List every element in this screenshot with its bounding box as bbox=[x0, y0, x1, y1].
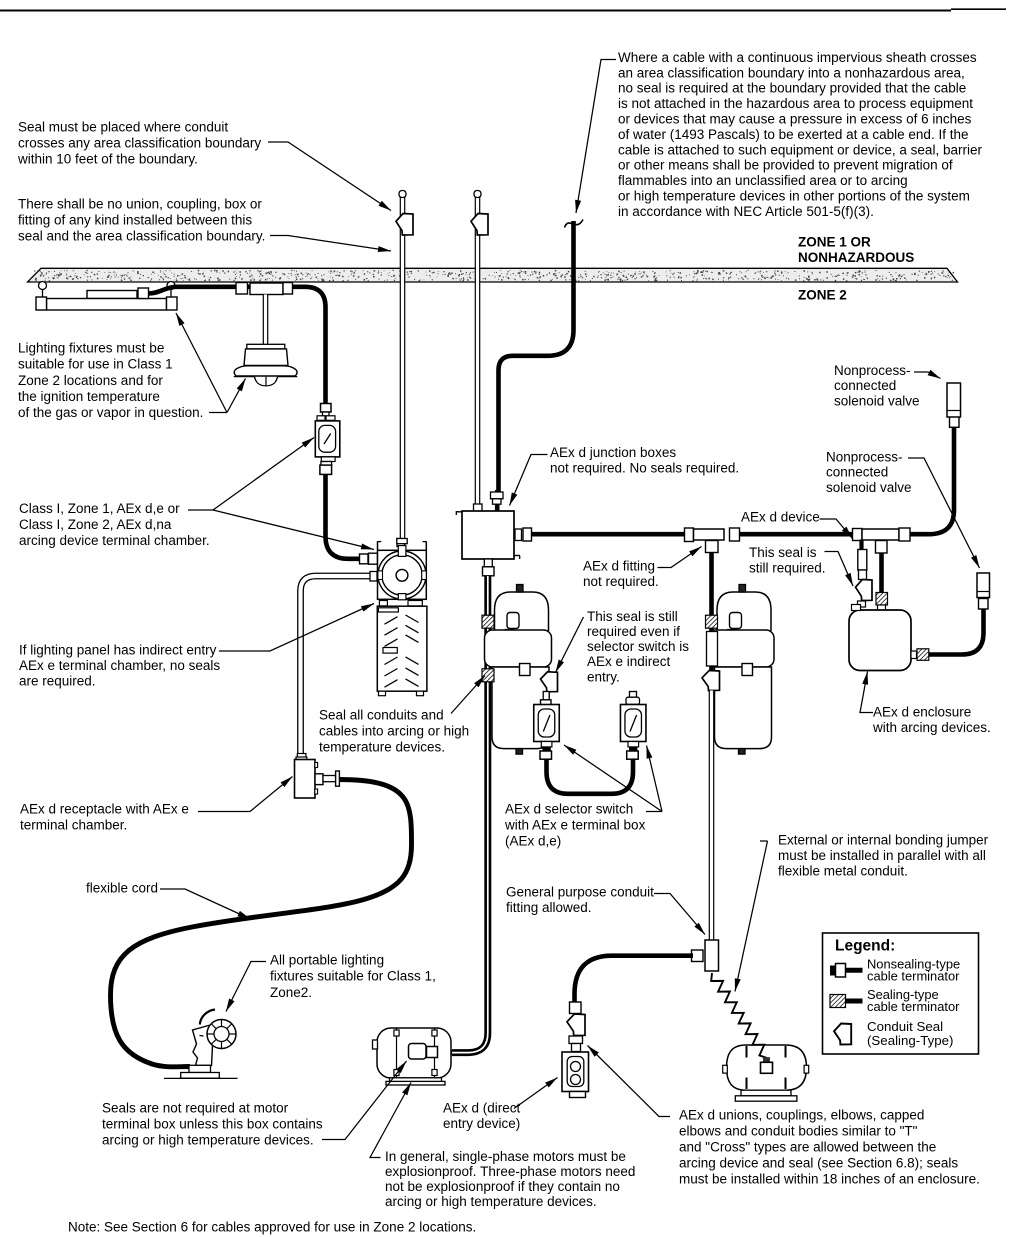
svg-text:Nonprocess-: Nonprocess- bbox=[834, 363, 911, 378]
svg-text:not required. No seals require: not required. No seals required. bbox=[550, 460, 739, 475]
svg-text:(AEx d,e): (AEx d,e) bbox=[505, 833, 561, 848]
svg-text:AEx e terminal chamber, no sea: AEx e terminal chamber, no seals bbox=[19, 658, 220, 673]
svg-text:in accordance with NEC Article: in accordance with NEC Article 501-5(f)(… bbox=[618, 204, 874, 219]
svg-text:within 10 feet of the boundary: within 10 feet of the boundary. bbox=[17, 151, 198, 166]
svg-text:not be explosionproof if they: not be explosionproof if they contain no bbox=[385, 1179, 620, 1194]
svg-text:Where a cable with a continuou: Where a cable with a continuous impervio… bbox=[618, 50, 977, 65]
svg-text:solenoid valve: solenoid valve bbox=[834, 394, 920, 409]
svg-text:not required.: not required. bbox=[583, 574, 659, 589]
svg-text:entry device): entry device) bbox=[443, 1116, 520, 1131]
svg-text:or devices that may cause a pr: or devices that may cause a pressure in … bbox=[618, 112, 972, 127]
svg-text:arcing device terminal chamber: arcing device terminal chamber. bbox=[19, 533, 210, 548]
svg-text:AEx d (direct: AEx d (direct bbox=[443, 1100, 521, 1115]
svg-text:Class I, Zone 2, AEx d,na: Class I, Zone 2, AEx d,na bbox=[19, 517, 172, 532]
svg-text:flexible cord: flexible cord bbox=[86, 880, 158, 895]
svg-text:still required.: still required. bbox=[749, 560, 826, 575]
svg-text:External or internal bonding j: External or internal bonding jumper bbox=[778, 832, 989, 847]
svg-text:of the gas or vapor in questio: of the gas or vapor in question. bbox=[18, 405, 203, 420]
svg-text:Lighting fixtures must be: Lighting fixtures must be bbox=[18, 340, 164, 355]
svg-text:Conduit Seal: Conduit Seal bbox=[867, 1019, 943, 1034]
svg-text:or high temperature devices in: or high temperature devices in other por… bbox=[618, 189, 970, 204]
svg-text:elbows and conduit bodies simi: elbows and conduit bodies similar to "T" bbox=[679, 1123, 918, 1138]
svg-text:must be installed within 18 in: must be installed within 18 inches of an… bbox=[679, 1171, 980, 1186]
svg-text:terminal chamber.: terminal chamber. bbox=[20, 817, 127, 832]
svg-text:and "Cross" types are allowed: and "Cross" types are allowed between th… bbox=[679, 1139, 936, 1154]
svg-text:Zone2.: Zone2. bbox=[270, 985, 312, 1000]
svg-text:This seal is still: This seal is still bbox=[587, 609, 678, 624]
svg-text:ZONE 2: ZONE 2 bbox=[798, 287, 847, 302]
svg-text:AEx d fitting: AEx d fitting bbox=[583, 558, 655, 573]
svg-text:with AEx e terminal box: with AEx e terminal box bbox=[504, 817, 646, 832]
svg-text:terminal box unless this box c: terminal box unless this box contains bbox=[102, 1116, 323, 1131]
svg-text:temperature devices.: temperature devices. bbox=[319, 739, 445, 754]
svg-text:cable terminator: cable terminator bbox=[867, 969, 960, 984]
svg-text:Seal must be placed where cond: Seal must be placed where conduit bbox=[18, 119, 228, 134]
svg-text:flammables into an unclassifie: flammables into an unclassified area or … bbox=[618, 173, 908, 188]
svg-text:Sealing-type: Sealing-type bbox=[867, 987, 939, 1002]
svg-text:required even if: required even if bbox=[587, 624, 680, 639]
svg-text:Class I, Zone 1, AEx d,e or: Class I, Zone 1, AEx d,e or bbox=[19, 501, 180, 516]
svg-text:selector switch is: selector switch is bbox=[587, 639, 689, 654]
svg-text:suitable for use in Class 1: suitable for use in Class 1 bbox=[18, 357, 173, 372]
svg-text:connected: connected bbox=[826, 465, 888, 480]
svg-text:no seal is required at the bou: no seal is required at the boundary prov… bbox=[618, 81, 966, 96]
svg-text:Legend:: Legend: bbox=[835, 937, 895, 954]
svg-text:are required.: are required. bbox=[19, 674, 96, 689]
svg-text:AEx d receptacle with AEx e: AEx d receptacle with AEx e bbox=[20, 801, 189, 816]
svg-text:AEx e indirect: AEx e indirect bbox=[587, 654, 671, 669]
svg-text:connected: connected bbox=[834, 378, 896, 393]
svg-text:(Sealing-Type): (Sealing-Type) bbox=[867, 1033, 953, 1048]
svg-text:AEx d selector switch: AEx d selector switch bbox=[505, 801, 633, 816]
svg-text:flexible metal conduit.: flexible metal conduit. bbox=[778, 863, 908, 878]
svg-text:of water (1493 Pascals) to be: of water (1493 Pascals) to be exerted at… bbox=[618, 127, 968, 142]
svg-text:fitting allowed.: fitting allowed. bbox=[506, 900, 592, 915]
svg-text:ZONE 1 OR: ZONE 1 OR bbox=[798, 234, 871, 249]
svg-text:with arcing devices.: with arcing devices. bbox=[872, 720, 991, 735]
svg-text:or other means shall be provid: or other means shall be provided to prev… bbox=[618, 158, 953, 173]
svg-text:Zone 2 locations and for: Zone 2 locations and for bbox=[18, 373, 163, 388]
svg-text:solenoid valve: solenoid valve bbox=[826, 480, 912, 495]
svg-text:the ignition temperature: the ignition temperature bbox=[18, 389, 160, 404]
svg-text:Note: See Section 6 for cables: Note: See Section 6 for cables approved … bbox=[68, 1219, 476, 1234]
svg-text:crosses any area classificatio: crosses any area classification boundary bbox=[18, 135, 261, 150]
svg-text:arcing or high temperature dev: arcing or high temperature devices. bbox=[102, 1132, 314, 1147]
svg-text:is not attached in the hazardo: is not attached in the hazardous area to… bbox=[618, 96, 973, 111]
svg-text:Seals are not required at moto: Seals are not required at motor bbox=[102, 1100, 289, 1115]
svg-text:Seal all conduits and: Seal all conduits and bbox=[319, 707, 444, 722]
svg-text:General purpose conduit: General purpose conduit bbox=[506, 884, 654, 899]
svg-text:cable is attached to such equ: cable is attached to such equipment or d… bbox=[618, 142, 982, 157]
svg-text:seal and the area classificati: seal and the area classification boundar… bbox=[18, 228, 265, 243]
svg-text:NONHAZARDOUS: NONHAZARDOUS bbox=[798, 250, 914, 265]
svg-text:Nonprocess-: Nonprocess- bbox=[826, 449, 903, 464]
svg-text:This seal is: This seal is bbox=[749, 545, 817, 560]
svg-text:arcing device and seal (see Se: arcing device and seal (see Section 6.8)… bbox=[679, 1155, 958, 1170]
svg-text:cable terminator: cable terminator bbox=[867, 999, 960, 1014]
svg-text:AEx d unions, couplings, elbow: AEx d unions, couplings, elbows, capped bbox=[679, 1107, 924, 1122]
svg-text:AEx d junction boxes: AEx d junction boxes bbox=[550, 445, 676, 460]
svg-text:must be installed in parallel: must be installed in parallel with all bbox=[778, 848, 986, 863]
svg-text:If lighting panel has indirect: If lighting panel has indirect entry bbox=[19, 642, 217, 657]
svg-text:All portable lighting: All portable lighting bbox=[270, 952, 384, 967]
svg-text:AEx d enclosure: AEx d enclosure bbox=[873, 704, 971, 719]
svg-text:entry.: entry. bbox=[587, 669, 620, 684]
svg-text:There shall be no union, coupl: There shall be no union, coupling, box o… bbox=[18, 196, 262, 211]
svg-text:In general, single-phase motor: In general, single-phase motors must be bbox=[385, 1149, 626, 1164]
svg-text:AEx d device: AEx d device bbox=[741, 509, 820, 524]
svg-text:cables into arcing or high: cables into arcing or high bbox=[319, 723, 469, 738]
svg-text:fitting of any kind installed: fitting of any kind installed between th… bbox=[18, 212, 252, 227]
svg-text:fixtures suitable for Class 1,: fixtures suitable for Class 1, bbox=[270, 969, 436, 984]
svg-text:Nonsealing-type: Nonsealing-type bbox=[867, 957, 960, 972]
svg-text:explosionproof. Three-phase mo: explosionproof. Three-phase motors need bbox=[385, 1164, 635, 1179]
svg-text:an area classification boundar: an area classification boundary into a n… bbox=[618, 65, 965, 80]
svg-text:arcing or high temperature dev: arcing or high temperature devices. bbox=[385, 1194, 597, 1209]
